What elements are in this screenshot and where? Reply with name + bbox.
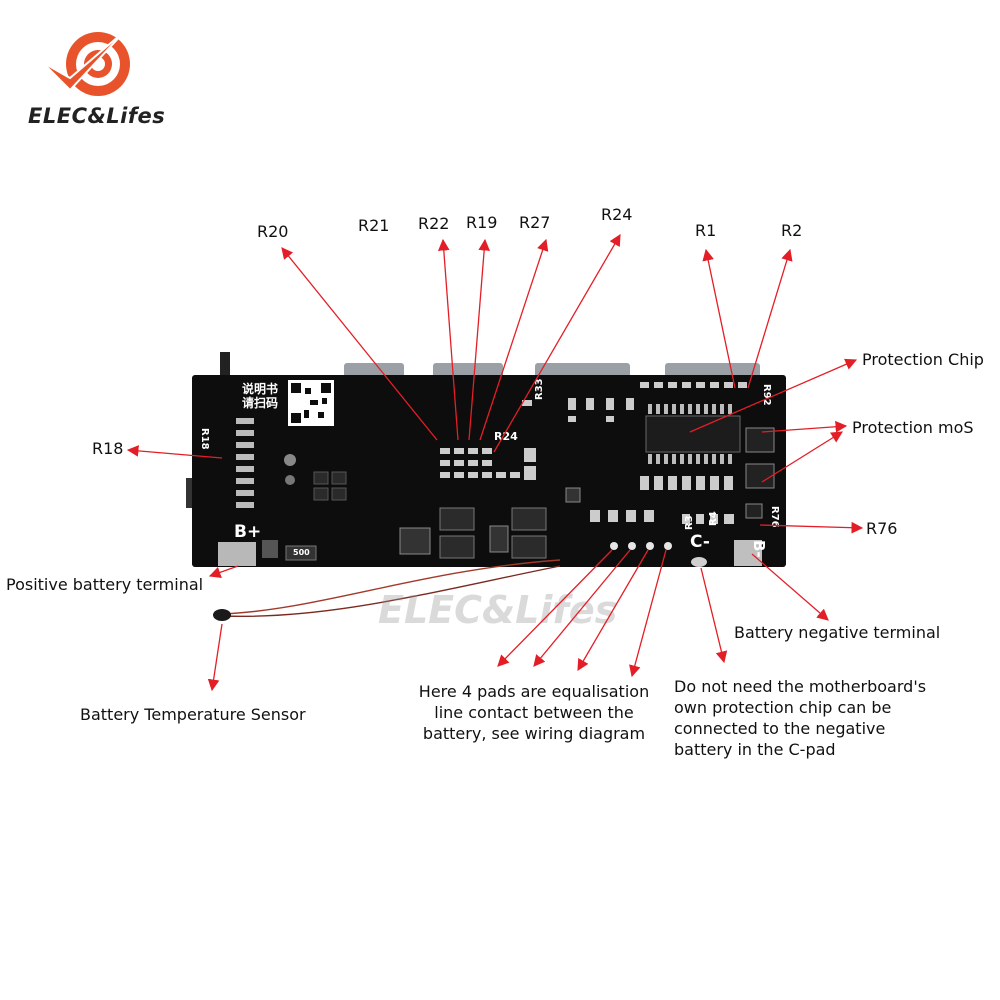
label-r2: R2 [781,221,803,240]
label-positive-terminal: Positive battery terminal [6,575,204,594]
label-balance-line1: Here 4 pads are equalisation [418,682,650,701]
label-r19: R19 [466,213,498,232]
label-r1: R1 [695,221,717,240]
label-r18: R18 [92,439,124,458]
label-cpad-line4: battery in the C-pad [674,740,836,759]
label-cpad-line1: Do not need the motherboard's [674,677,927,696]
label-r21: R21 [358,216,390,235]
label-protection-chip: Protection Chip [862,350,984,369]
watermark-text: ELEC&Lifes [378,588,618,632]
label-protection-mos: Protection moS [852,418,974,437]
label-cpad-line2: own protection chip can be [674,698,892,717]
silk-qr-line2: 请扫码 [242,396,279,410]
label-cpad-line3: connected to the negative [674,719,886,738]
silk-500: 500 [293,548,310,557]
silk-c-minus: C- [690,532,710,552]
label-temp-sensor: Battery Temperature Sensor [80,705,306,724]
label-cpad: Do not need the motherboard's own protec… [674,676,974,760]
brand-logo-icon [41,29,130,96]
label-r22: R22 [418,214,450,233]
label-r76: R76 [866,519,898,538]
brand-logo-text: ELEC&Lifes [28,104,166,128]
silk-qr-line1: 说明书 [242,382,279,396]
label-balance-pads: Here 4 pads are equalisation line contac… [400,681,668,744]
label-negative-terminal: Battery negative terminal [734,623,941,642]
silk-r24: R24 [494,430,518,443]
label-r20: R20 [257,222,289,241]
label-r24: R24 [601,205,633,224]
label-balance-line3: battery, see wiring diagram [422,724,646,743]
silk-b-plus: B+ [234,522,262,542]
label-r27: R27 [519,213,551,232]
label-balance-line2: line contact between the [434,703,634,722]
